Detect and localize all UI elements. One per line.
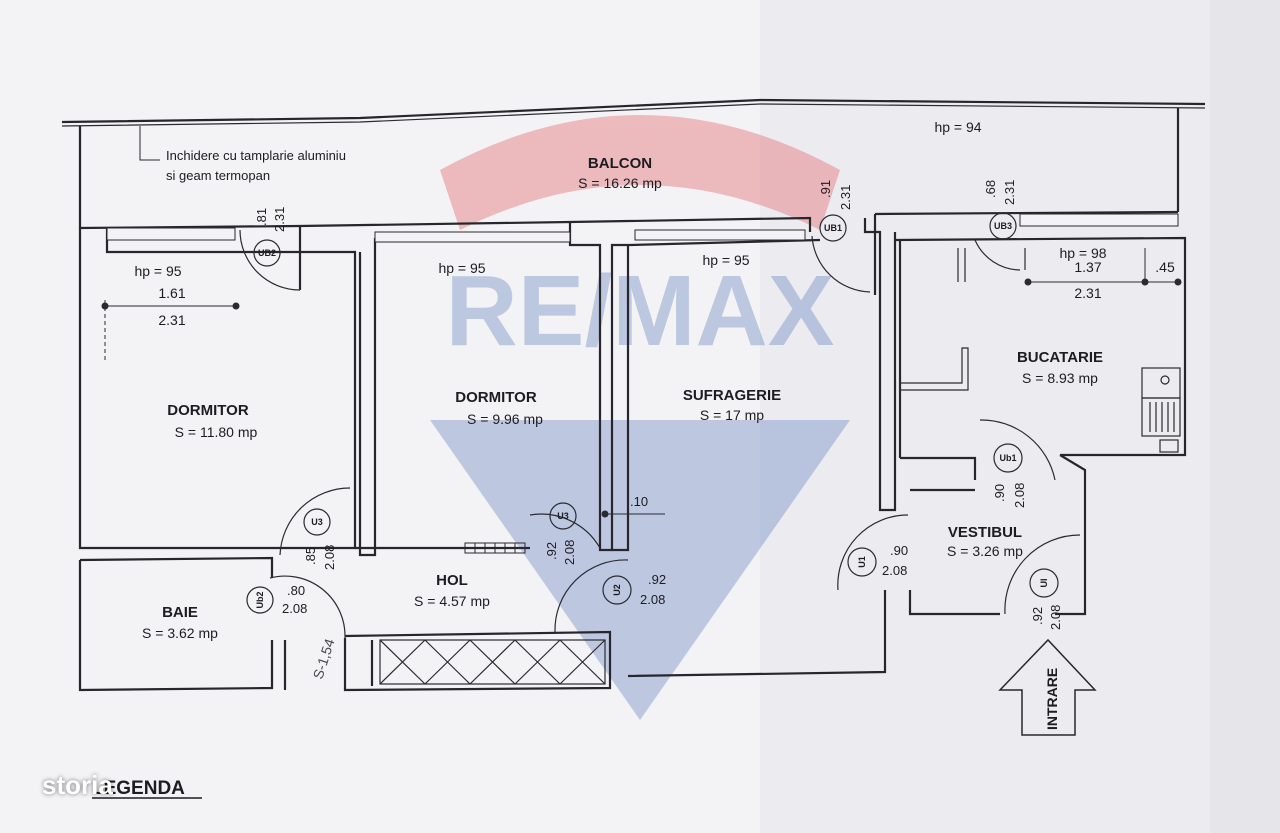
door-ub1-kitchen-w: .90 [992, 484, 1007, 502]
door-ub3-w: .68 [983, 180, 998, 198]
door-u3-left-h: 2.08 [322, 545, 337, 570]
door-ub2-h: 2.31 [272, 207, 287, 232]
door-u3-left-code: U3 [311, 517, 323, 527]
door-ub2-baie-h: 2.08 [282, 601, 307, 616]
door-ub3: UB3 .68 2.31 [983, 180, 1017, 240]
baie-name: BAIE [162, 604, 198, 621]
door-ui: UI .92 2.08 [1029, 568, 1063, 630]
remax-watermark: RE/MAX [430, 115, 850, 720]
balcon-area: S = 16.26 mp [578, 175, 662, 191]
bucatarie-dim-c: .45 [1155, 259, 1175, 275]
door-u1: U1 .90 2.08 [847, 543, 908, 578]
walls [61, 98, 1206, 692]
bucatarie-dim-a: 1.37 [1074, 259, 1101, 275]
door-ub1-kitchen-code: Ub1 [999, 453, 1016, 463]
dormitor2-name: DORMITOR [455, 389, 537, 406]
door-u1-h: 2.08 [882, 563, 907, 578]
door-ub2-code: UB2 [258, 248, 276, 258]
door-ub1-balcon-code: UB1 [824, 223, 842, 233]
handwritten-note: S-1,54 [310, 637, 338, 681]
dormitor1-area: S = 11.80 mp [175, 424, 258, 440]
door-u1-code: U1 [857, 556, 867, 568]
vestibul-area: S = 3.26 mp [947, 543, 1023, 559]
door-u2-code: U2 [612, 584, 622, 596]
hol-name: HOL [436, 572, 468, 589]
door-ub3-h: 2.31 [1002, 180, 1017, 205]
door-u3-left: U3 .85 2.08 [303, 508, 337, 570]
door-u2: U2 .92 2.08 [602, 572, 666, 607]
site-watermark-label: storia [42, 770, 113, 800]
vestibul-name: VESTIBUL [948, 524, 1022, 541]
door-ub2-w: .81 [254, 208, 269, 226]
dormitor2-area: S = 9.96 mp [467, 411, 543, 427]
door-u3-mid-w: .92 [544, 542, 559, 560]
door-ub1-balcon-w: .91 [818, 180, 833, 198]
door-ub1-kitchen-h: 2.08 [1012, 483, 1027, 508]
balcony-glazing-line [61, 98, 1206, 124]
door-u3-mid: U3 .92 2.08 [544, 502, 577, 565]
door-ub2-baie-w: .80 [287, 583, 305, 598]
entrance-label: INTRARE [1044, 668, 1060, 730]
door-u3-mid-h: 2.08 [562, 540, 577, 565]
bucatarie-hp: hp = 98 [1059, 245, 1106, 261]
balcon-name: BALCON [588, 155, 652, 172]
baie-area: S = 3.62 mp [142, 625, 218, 641]
paper-fold-shade [760, 0, 1280, 833]
note-line-1: Inchidere cu tamplarie aluminiu [166, 148, 346, 163]
door-ui-code: UI [1039, 579, 1049, 588]
bucatarie-dim-b: 2.31 [1074, 285, 1101, 301]
kitchen-fixtures [899, 248, 1181, 453]
door-swings [239, 229, 1081, 639]
sufragerie-area: S = 17 mp [700, 407, 764, 423]
brick-strip [464, 542, 526, 554]
sufragerie-hp: hp = 95 [702, 252, 749, 268]
dormitor1-dim-a: 1.61 [158, 285, 185, 301]
door-ub1-balcon: UB1 .91 2.31 [818, 180, 853, 242]
door-u2-h: 2.08 [640, 592, 665, 607]
door-ub2-baie-code: Ub2 [255, 591, 265, 608]
hol-area: S = 4.57 mp [414, 593, 490, 609]
legend-title: LEGENDA [92, 778, 185, 799]
windows [106, 213, 1179, 243]
entrance-arrow [998, 638, 1097, 736]
door-u2-w: .92 [648, 572, 666, 587]
paper-edge-shade [1210, 0, 1280, 833]
note-leader [139, 126, 160, 161]
wall-thickness-dim: .10 [630, 494, 648, 509]
dormitor1-hp: hp = 95 [134, 263, 181, 279]
door-ub2-baie: Ub2 .80 2.08 [246, 583, 307, 616]
door-u1-w: .90 [890, 543, 908, 558]
dormitor2-hp: hp = 95 [438, 260, 485, 276]
note-line-2: si geam termopan [166, 168, 270, 183]
hall-wardrobe [379, 639, 606, 685]
sufragerie-name: SUFRAGERIE [683, 387, 781, 404]
door-u3-left-w: .85 [303, 547, 318, 565]
door-ub1-balcon-h: 2.31 [838, 185, 853, 210]
dormitor1-dim-b: 2.31 [158, 312, 185, 328]
bucatarie-name: BUCATARIE [1017, 349, 1103, 366]
door-ui-h: 2.08 [1048, 605, 1063, 630]
dormitor1-name: DORMITOR [167, 402, 249, 419]
balcon-hp: hp = 94 [934, 119, 981, 135]
door-ub3-code: UB3 [994, 221, 1012, 231]
door-ub1-kitchen: Ub1 .90 2.08 [992, 443, 1027, 508]
dimension-lines [101, 248, 1182, 518]
bucatarie-area: S = 8.93 mp [1022, 370, 1098, 386]
door-u3-mid-code: U3 [557, 511, 569, 521]
remax-watermark-text: RE/MAX [446, 255, 835, 367]
door-ub2: UB2 .81 2.31 [253, 207, 287, 267]
door-ui-w: .92 [1030, 607, 1045, 625]
